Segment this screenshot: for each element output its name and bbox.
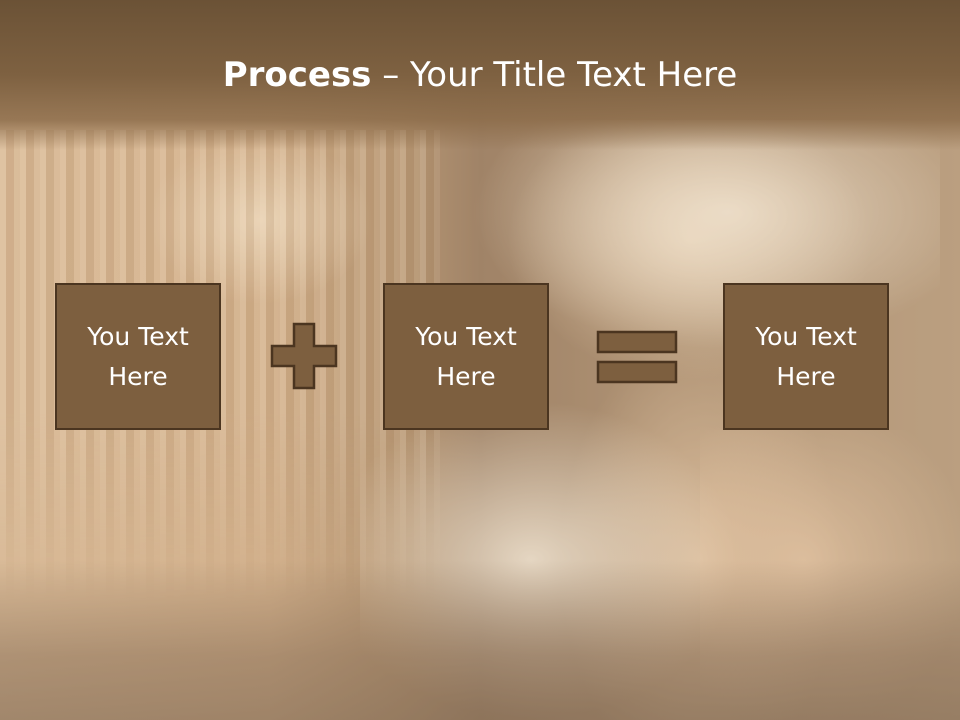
process-box-3-text: You Text Here — [755, 321, 857, 391]
title-band — [0, 0, 960, 150]
title-rest: – Your Title Text Here — [371, 55, 738, 95]
process-box-3[interactable]: You Text Here — [723, 283, 889, 430]
process-box-1[interactable]: You Text Here — [55, 283, 221, 430]
process-box-2[interactable]: You Text Here — [383, 283, 549, 430]
equals-icon — [596, 330, 678, 384]
title-bold: Process — [222, 55, 372, 95]
background-floor — [0, 560, 960, 720]
process-box-1-text: You Text Here — [87, 321, 189, 391]
slide-title[interactable]: Process – Your Title Text Here — [0, 52, 960, 98]
process-box-2-text: You Text Here — [415, 321, 517, 391]
plus-icon — [270, 322, 338, 390]
